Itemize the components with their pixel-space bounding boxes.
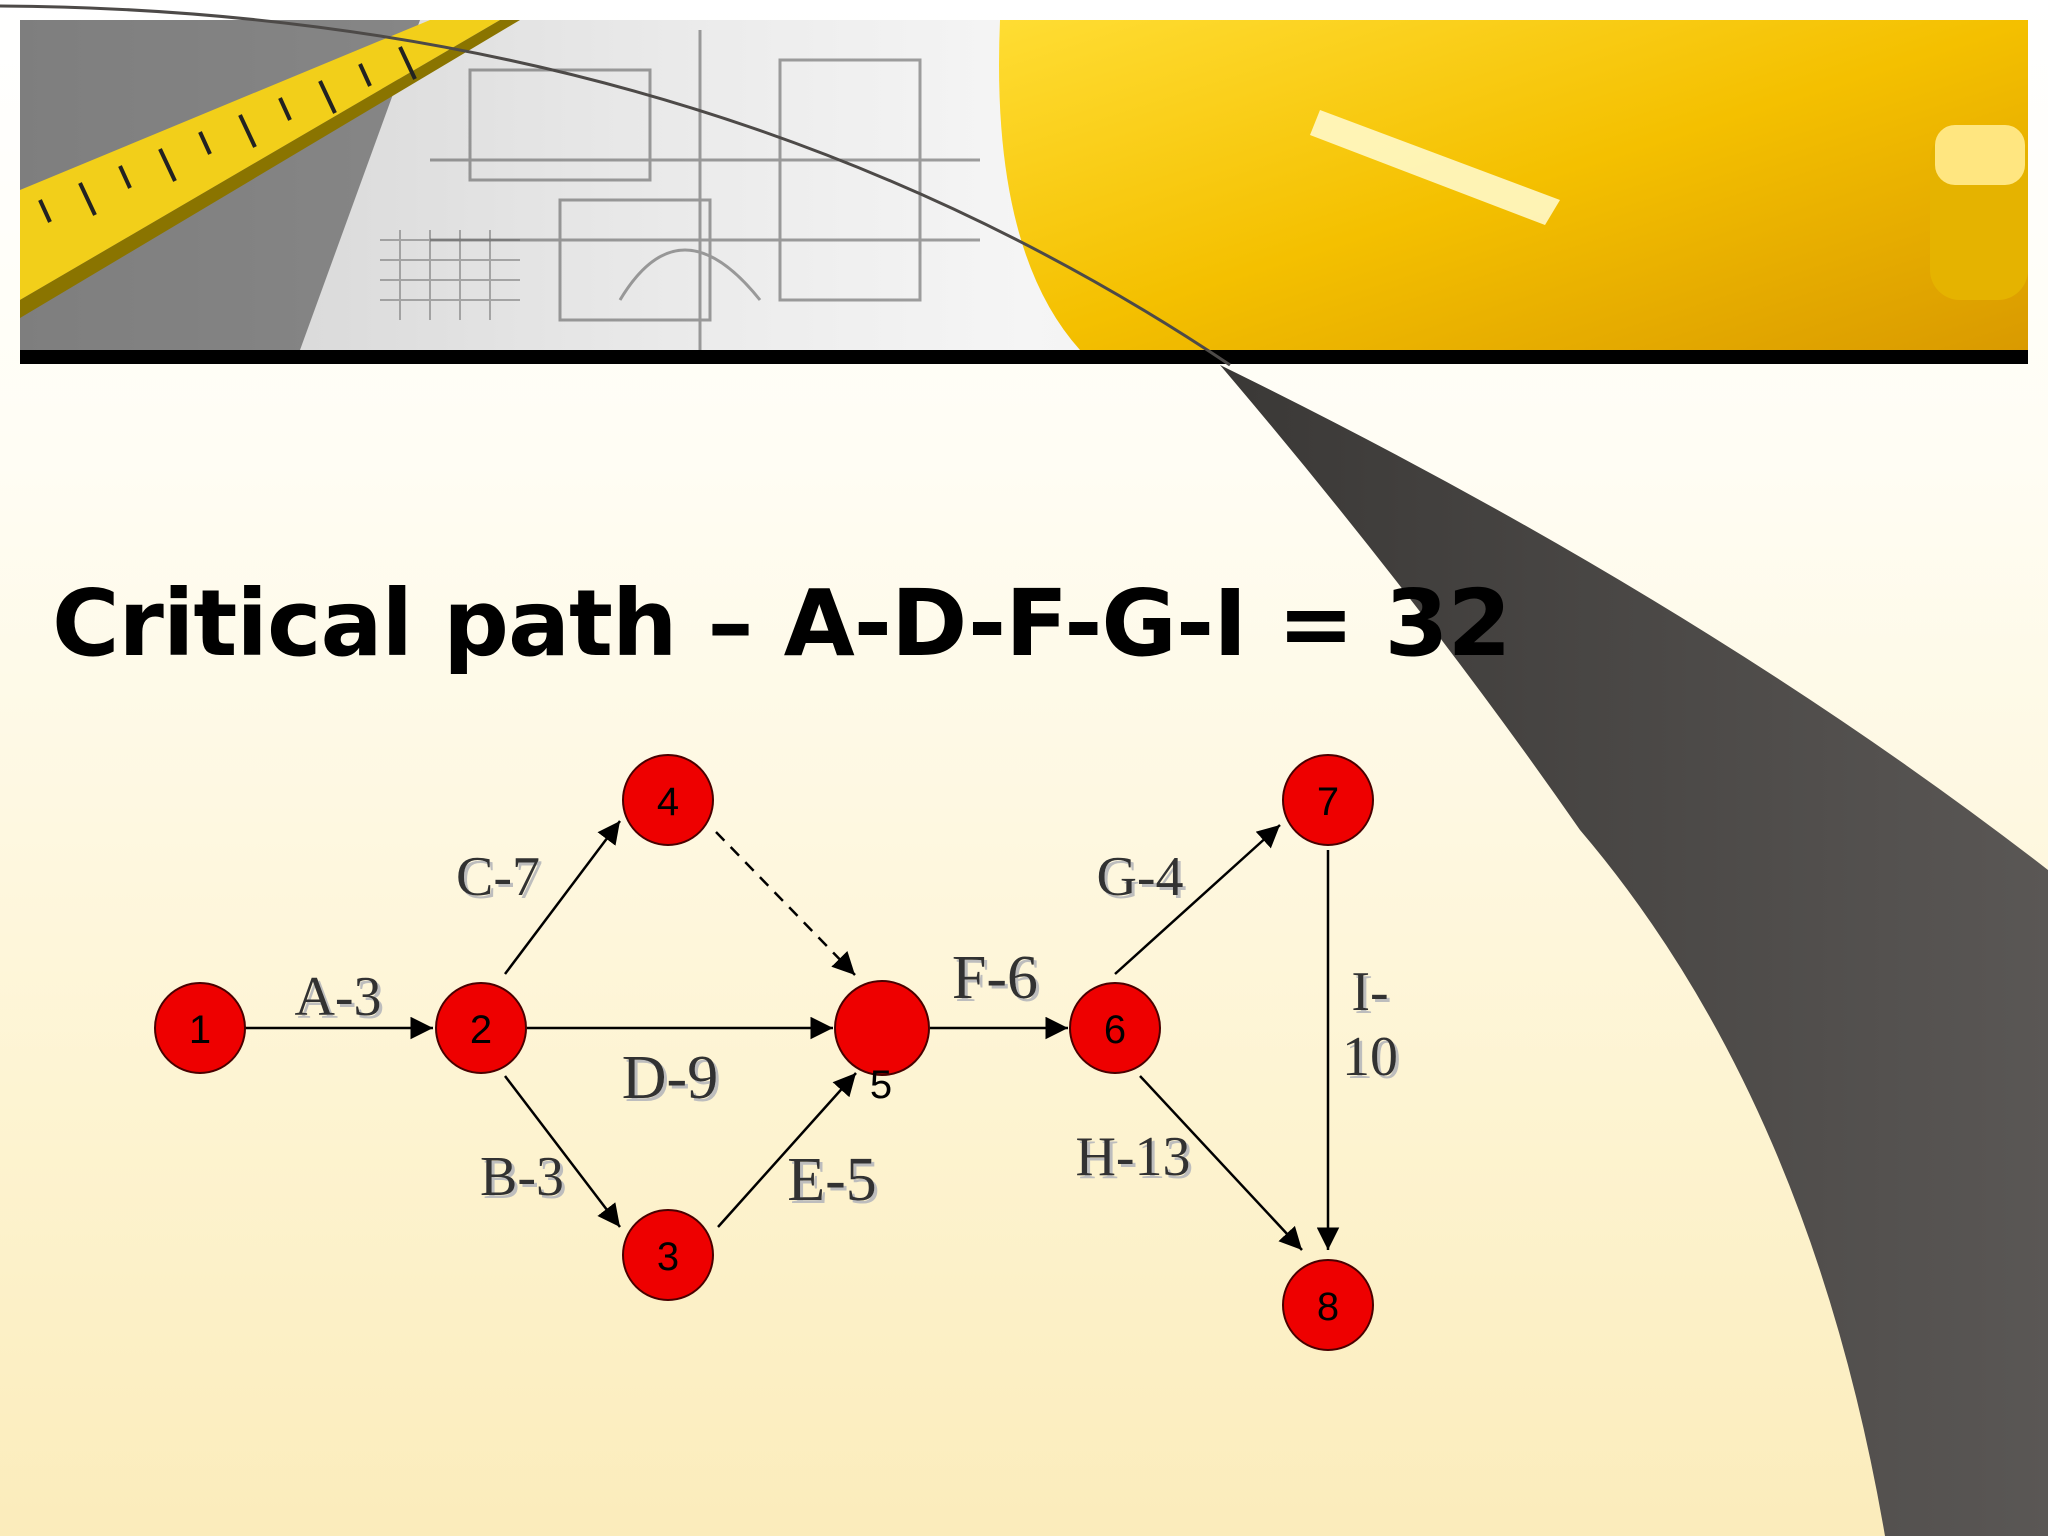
edge-label-h: H-13 (1075, 1126, 1190, 1188)
svg-text:5: 5 (870, 1063, 892, 1107)
edge-6-7 (1114, 824, 1281, 975)
edge-label-c: C-7 (456, 846, 540, 908)
edge-3-5 (717, 1072, 857, 1228)
svg-text:6: 6 (1104, 1008, 1126, 1052)
edge-label-d: D-9 (622, 1044, 718, 1112)
svg-text:1: 1 (189, 1008, 211, 1052)
node-6: 6 (1069, 982, 1161, 1074)
edge-4-5-dummy (715, 831, 856, 976)
node-8: 8 (1282, 1259, 1374, 1351)
slide-title: Critical path – A-D-F-G-I = 32 (52, 570, 1512, 677)
node-7: 7 (1282, 754, 1374, 846)
node-2: 2 (435, 982, 527, 1074)
edge-2-4 (504, 820, 621, 975)
edge-2-3 (504, 1075, 621, 1228)
svg-text:7: 7 (1317, 780, 1339, 824)
edge-label-g: G-4 (1096, 846, 1183, 908)
svg-text:3: 3 (657, 1235, 679, 1279)
node-4: 4 (622, 754, 714, 846)
svg-text:4: 4 (657, 780, 679, 824)
edge-label-i-line1: I- (1351, 961, 1388, 1023)
node-3: 3 (622, 1209, 714, 1301)
edge-label-a: A-3 (294, 966, 381, 1028)
edge-label-f: F-6 (952, 944, 1038, 1012)
edge-label-e: E-5 (787, 1146, 877, 1214)
edge-label-b: B-3 (480, 1146, 564, 1208)
edge-label-i-line2: 10 (1342, 1026, 1398, 1088)
node-5: 5 (834, 980, 930, 1107)
node-1: 1 (154, 982, 246, 1074)
edge-6-8 (1139, 1075, 1303, 1251)
svg-text:8: 8 (1317, 1285, 1339, 1329)
svg-text:2: 2 (470, 1008, 492, 1052)
